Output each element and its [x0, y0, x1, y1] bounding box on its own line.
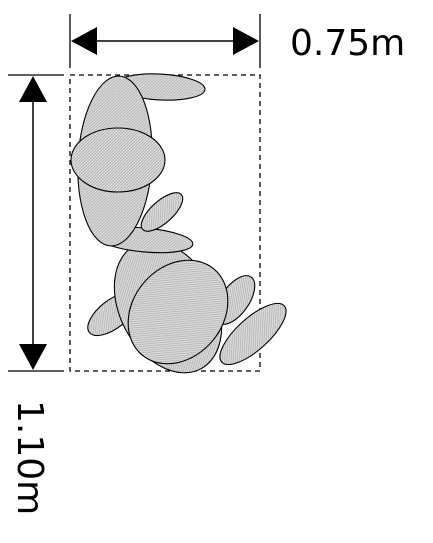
arm-shape: [140, 192, 184, 232]
bunny-figure: [70, 73, 287, 374]
width-label: 0.75m: [290, 23, 405, 64]
width-arrowhead-left: [71, 27, 97, 55]
right-foot-shape: [219, 302, 287, 366]
width-dimension: [69, 14, 261, 68]
height-arrowhead-bottom: [19, 344, 47, 370]
height-label: 1.10m: [9, 400, 50, 515]
hip-shape: [127, 259, 229, 365]
head-shape: [70, 127, 166, 193]
width-arrowhead-right: [233, 27, 259, 55]
height-dimension: [8, 74, 64, 372]
height-arrowhead-top: [19, 76, 47, 102]
